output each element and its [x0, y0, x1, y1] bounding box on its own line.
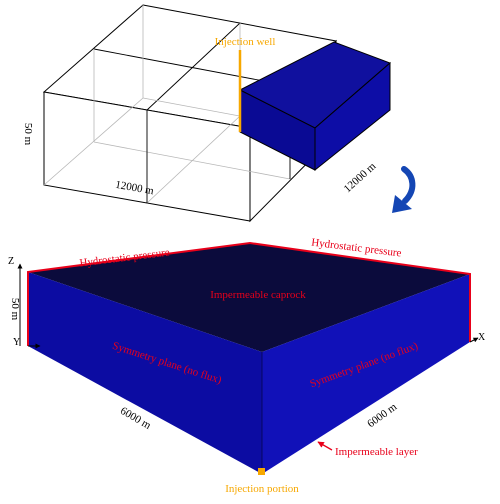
zoom-arrow-head-icon — [392, 195, 412, 213]
impermeable-layer-label: Impermeable layer — [335, 446, 418, 458]
symmetry-face-left — [28, 272, 262, 474]
impermeable-layer-pointer — [317, 441, 333, 451]
top-length-y-label: 12000 m — [342, 160, 379, 195]
top-division-line-2 — [146, 22, 241, 111]
zoom-arrow-icon — [401, 166, 416, 204]
coordinate-axes: Z Y X — [8, 256, 486, 349]
quarter-domain-block — [238, 41, 391, 172]
hidden-line-3 — [43, 97, 144, 186]
axis-y-label: Y — [13, 337, 20, 348]
axis-z-label: Z — [8, 256, 14, 267]
axis-x-line — [469, 337, 479, 343]
hidden-line-7 — [146, 115, 241, 204]
quarter-model-solid — [27, 241, 471, 475]
caprock-label: Impermeable caprock — [210, 289, 306, 301]
axis-x-label: X — [478, 332, 486, 343]
symmetry-face-right — [262, 274, 470, 474]
caprock-top-face — [28, 243, 470, 352]
injection-portion-label: Injection portion — [225, 483, 299, 495]
injection-well-label: Injection well — [215, 36, 276, 48]
injection-portion-marker — [258, 468, 265, 475]
bottom-height-label: 50 m — [9, 298, 21, 321]
top-height-label: 50 m — [22, 123, 34, 146]
quarter-block-front-right — [314, 61, 391, 172]
hydrostatic-boundary — [27, 241, 471, 346]
